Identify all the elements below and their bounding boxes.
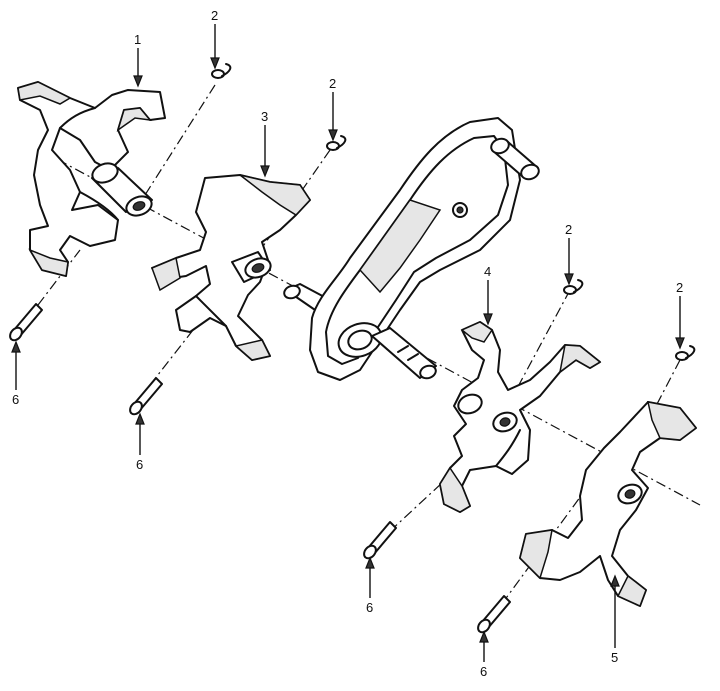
tine-part-1	[17, 81, 166, 277]
hairpin-clip-1	[211, 63, 232, 79]
clevis-pin-1	[9, 303, 43, 342]
callout-6: 6	[366, 600, 373, 615]
callout-2: 2	[329, 76, 336, 91]
callout-6: 6	[480, 664, 487, 679]
hairpin-clip-3	[563, 279, 584, 295]
tine-part-3	[151, 174, 311, 361]
callout-2: 2	[211, 8, 218, 23]
tine-part-5	[519, 401, 698, 608]
callout-6: 6	[12, 392, 19, 407]
clevis-pin-2	[129, 377, 163, 416]
callout-leaders	[11, 24, 685, 662]
callout-4: 4	[484, 264, 491, 279]
callout-labels: 1 2 2 2 2 3 4 5 6 6 6 6	[12, 8, 683, 679]
clevis-pin-3	[363, 521, 397, 560]
callout-1: 1	[134, 32, 141, 47]
callout-2: 2	[565, 222, 572, 237]
hairpin-clip-4	[675, 345, 696, 361]
callout-3: 3	[261, 109, 268, 124]
callout-6: 6	[136, 457, 143, 472]
tine-part-4	[439, 321, 602, 513]
clevis-pin-4	[477, 595, 511, 634]
callout-2: 2	[676, 280, 683, 295]
shaft-right	[371, 327, 437, 380]
hairpin-clip-2	[326, 135, 347, 151]
callout-5: 5	[611, 650, 618, 665]
chain-case-housing	[309, 117, 540, 381]
